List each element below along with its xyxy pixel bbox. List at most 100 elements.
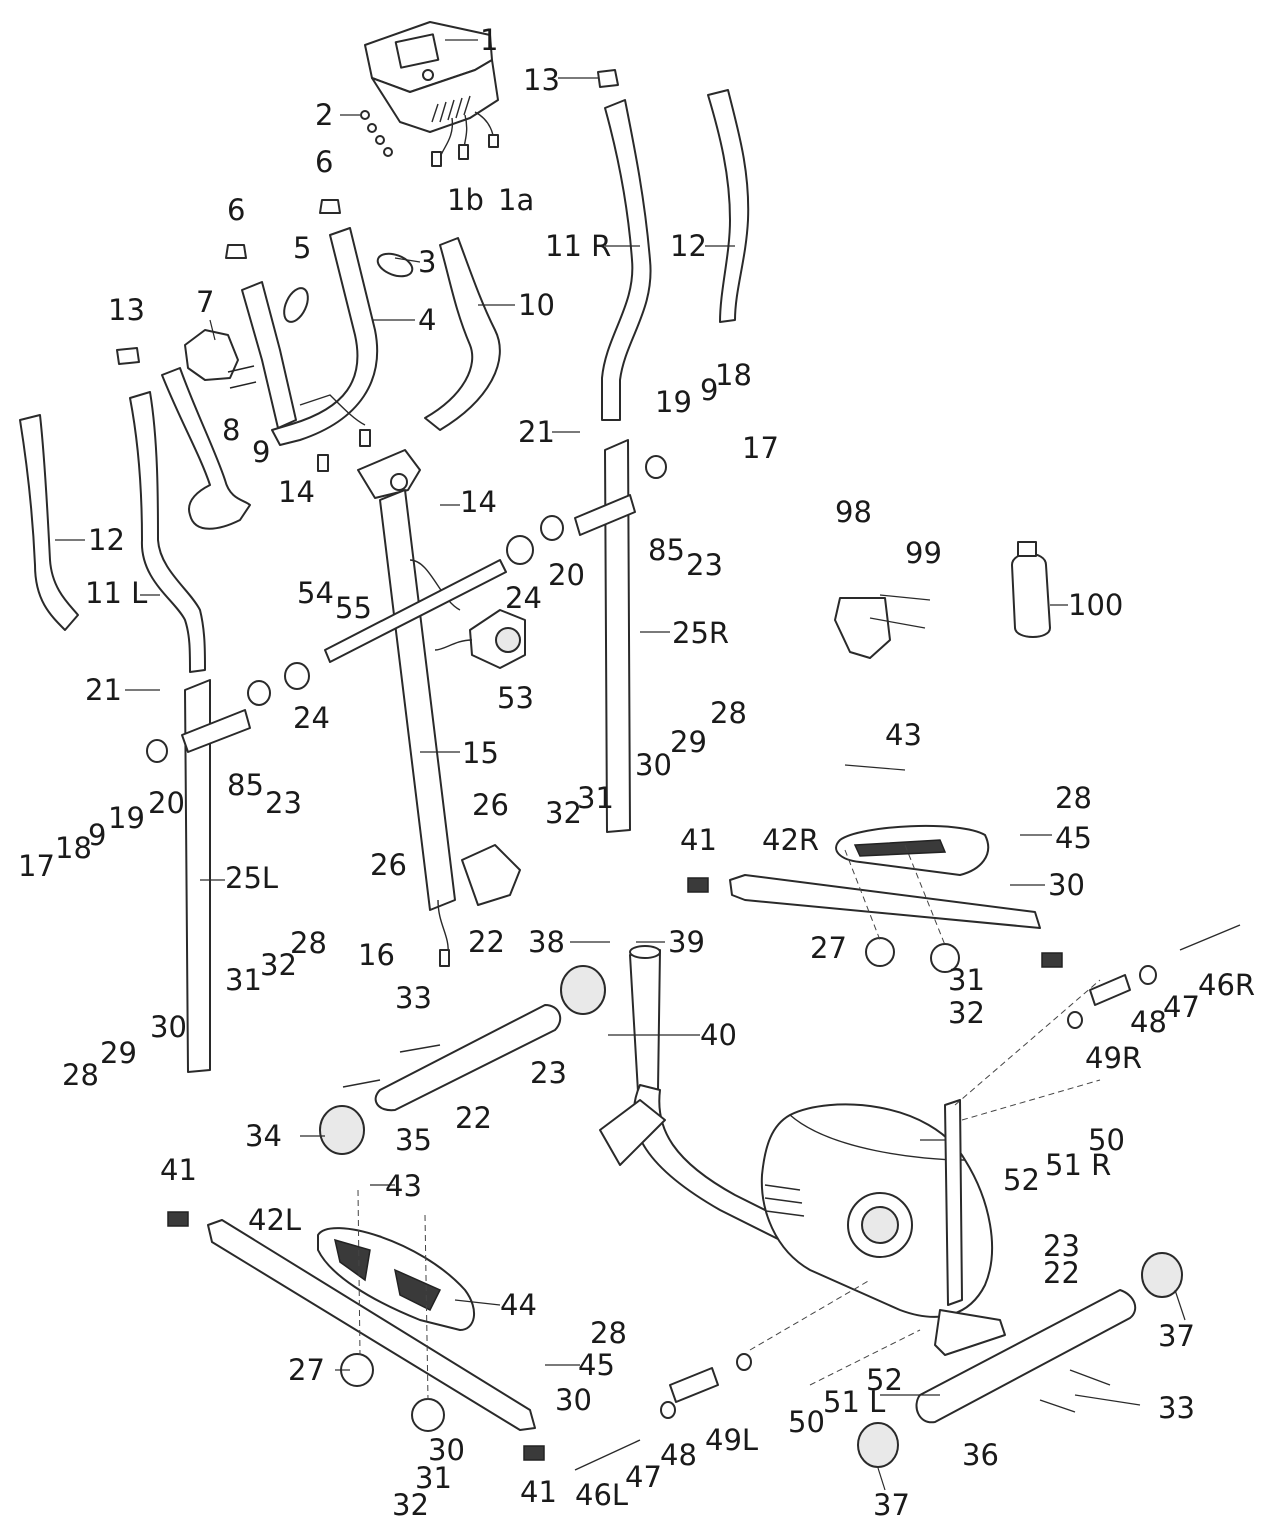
arm-11L <box>129 391 206 673</box>
end-cap-13-right <box>597 69 619 88</box>
end-caps-34 <box>319 965 606 1155</box>
label-52: 52 <box>1003 1163 1040 1197</box>
label-34: 34 <box>245 1119 282 1153</box>
label-30: 30 <box>428 1433 465 1467</box>
label-28: 28 <box>710 696 747 730</box>
label-55: 55 <box>335 591 372 625</box>
bolts-8 <box>227 365 257 389</box>
label-18: 18 <box>55 831 92 865</box>
pedal-44-right-tread <box>853 839 947 857</box>
label-4: 4 <box>418 303 436 337</box>
label-10: 10 <box>518 288 555 322</box>
label-52: 52 <box>866 1363 903 1397</box>
label-6: 6 <box>227 193 245 227</box>
label-29: 29 <box>100 1036 137 1070</box>
label-85: 85 <box>227 768 264 802</box>
label-6: 6 <box>315 145 333 179</box>
label-15: 15 <box>462 736 499 770</box>
bushings-left <box>146 662 310 763</box>
label-41: 41 <box>520 1475 557 1509</box>
label-26: 26 <box>370 848 407 882</box>
lower-arm-25R <box>604 439 631 833</box>
label-36: 36 <box>962 1438 999 1472</box>
assembly-lines <box>357 844 1101 1401</box>
label-41: 41 <box>680 823 717 857</box>
main-axle-tube <box>324 559 507 663</box>
label-85: 85 <box>648 533 685 567</box>
label-32: 32 <box>260 948 297 982</box>
end-caps-6 <box>225 199 341 259</box>
label-28: 28 <box>1055 781 1092 815</box>
label-13: 13 <box>523 63 560 97</box>
label-47: 47 <box>625 1460 662 1494</box>
mount-plate-26 <box>461 844 521 906</box>
label-5: 5 <box>293 231 311 265</box>
label-17: 17 <box>742 431 779 465</box>
label-51L: 51 L <box>823 1385 885 1419</box>
label-19: 19 <box>108 801 145 835</box>
bracket-7 <box>184 329 239 381</box>
label-44: 44 <box>500 1288 537 1322</box>
rear-stabilizer-36 <box>915 1289 1137 1424</box>
label-11R: 11 R <box>545 229 611 263</box>
label-50: 50 <box>1088 1123 1125 1157</box>
main-frame <box>599 945 1006 1356</box>
label-51R: 51 R <box>1045 1148 1111 1182</box>
label-18: 18 <box>715 358 752 392</box>
label-21: 21 <box>518 415 555 449</box>
end-cap-13-left <box>116 347 140 365</box>
label-31: 31 <box>415 1461 452 1495</box>
arm-11R <box>601 99 652 421</box>
label-42R: 42R <box>762 823 819 857</box>
label-38: 38 <box>528 925 565 959</box>
label-39: 39 <box>668 925 705 959</box>
label-25L: 25L <box>225 861 278 895</box>
label-24: 24 <box>293 701 330 735</box>
label-31: 31 <box>577 781 614 815</box>
axle-49L-46L <box>574 1353 752 1471</box>
label-30: 30 <box>1048 868 1085 902</box>
label-1a: 1a <box>498 183 534 217</box>
label-23: 23 <box>1043 1229 1080 1263</box>
pedal-arm-42L <box>207 1219 536 1431</box>
grip-12-right <box>707 89 750 323</box>
label-31: 31 <box>225 963 262 997</box>
bushings-right <box>506 455 667 565</box>
label-54: 54 <box>297 576 334 610</box>
label-98: 98 <box>835 495 872 529</box>
label-43: 43 <box>885 718 922 752</box>
pedal-44-left-tread <box>333 1238 442 1312</box>
label-47: 47 <box>1163 990 1200 1024</box>
pedal-arm-42R <box>729 874 1041 929</box>
label-45: 45 <box>578 1348 615 1382</box>
label-30: 30 <box>555 1383 592 1417</box>
label-21: 21 <box>85 673 122 707</box>
label-28: 28 <box>590 1316 627 1350</box>
label-32: 32 <box>392 1488 429 1520</box>
knobs-27 <box>340 937 960 1432</box>
label-49L: 49L <box>705 1423 758 1457</box>
label-22: 22 <box>1043 1256 1080 1290</box>
label-46R: 46R <box>1198 968 1255 1002</box>
label-13: 13 <box>108 293 145 327</box>
console-screws <box>360 110 393 157</box>
label-50: 50 <box>788 1405 825 1439</box>
label-11L: 11 L <box>85 576 147 610</box>
label-19: 19 <box>655 385 692 419</box>
label-32: 32 <box>948 996 985 1030</box>
bottle-cap <box>1017 541 1037 557</box>
label-26: 26 <box>472 788 509 822</box>
label-29: 29 <box>670 725 707 759</box>
axle-49R-46R <box>1067 924 1241 1029</box>
label-33: 33 <box>395 981 432 1015</box>
main-column-15 <box>357 449 461 911</box>
label-27: 27 <box>288 1353 325 1387</box>
label-22: 22 <box>455 1101 492 1135</box>
leader-lines <box>55 39 1186 1491</box>
label-30: 30 <box>635 748 672 782</box>
label-1: 1 <box>480 23 498 57</box>
handlebar-part <box>241 227 414 472</box>
pivot-tube-25R <box>574 494 636 536</box>
label-37: 37 <box>873 1488 910 1520</box>
label-17: 17 <box>18 849 55 883</box>
